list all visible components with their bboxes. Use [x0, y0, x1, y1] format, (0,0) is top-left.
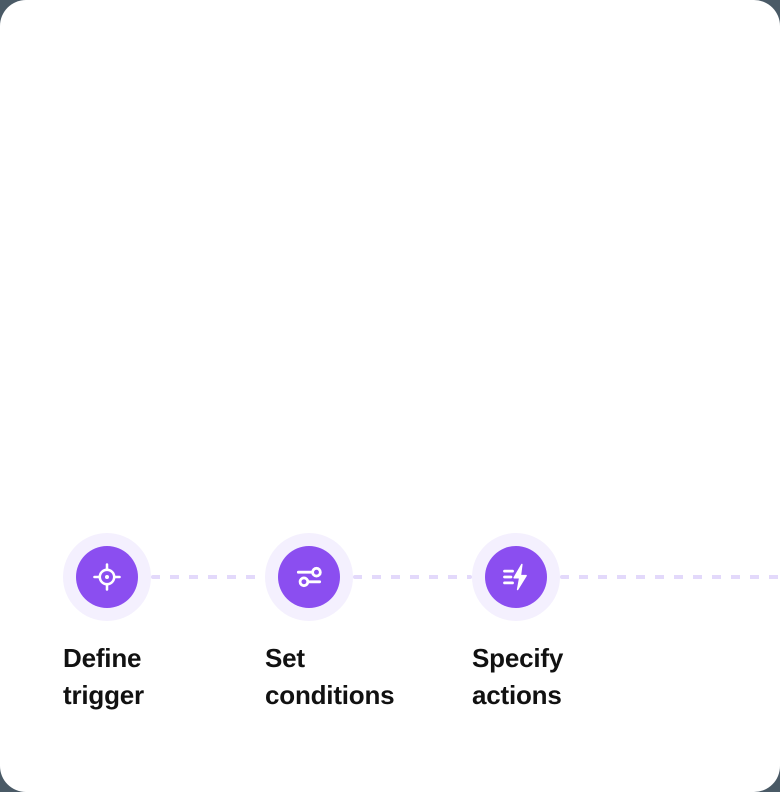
step-label-specify-actions: Specify actions	[472, 643, 564, 710]
step-connector-1	[151, 575, 265, 579]
step-icon-badge[interactable]	[485, 546, 547, 608]
crosshair-target-icon	[91, 561, 123, 593]
step-label-set-conditions: Set conditions	[265, 643, 395, 710]
step-connector-2	[353, 575, 472, 579]
step-icon-badge[interactable]	[278, 546, 340, 608]
lightning-bolt-speed-icon	[500, 561, 532, 593]
step-icon-badge[interactable]	[76, 546, 138, 608]
sliders-settings-icon	[293, 561, 325, 593]
step-label-define-trigger: Define trigger	[63, 643, 144, 710]
step-connector-3	[560, 575, 780, 579]
